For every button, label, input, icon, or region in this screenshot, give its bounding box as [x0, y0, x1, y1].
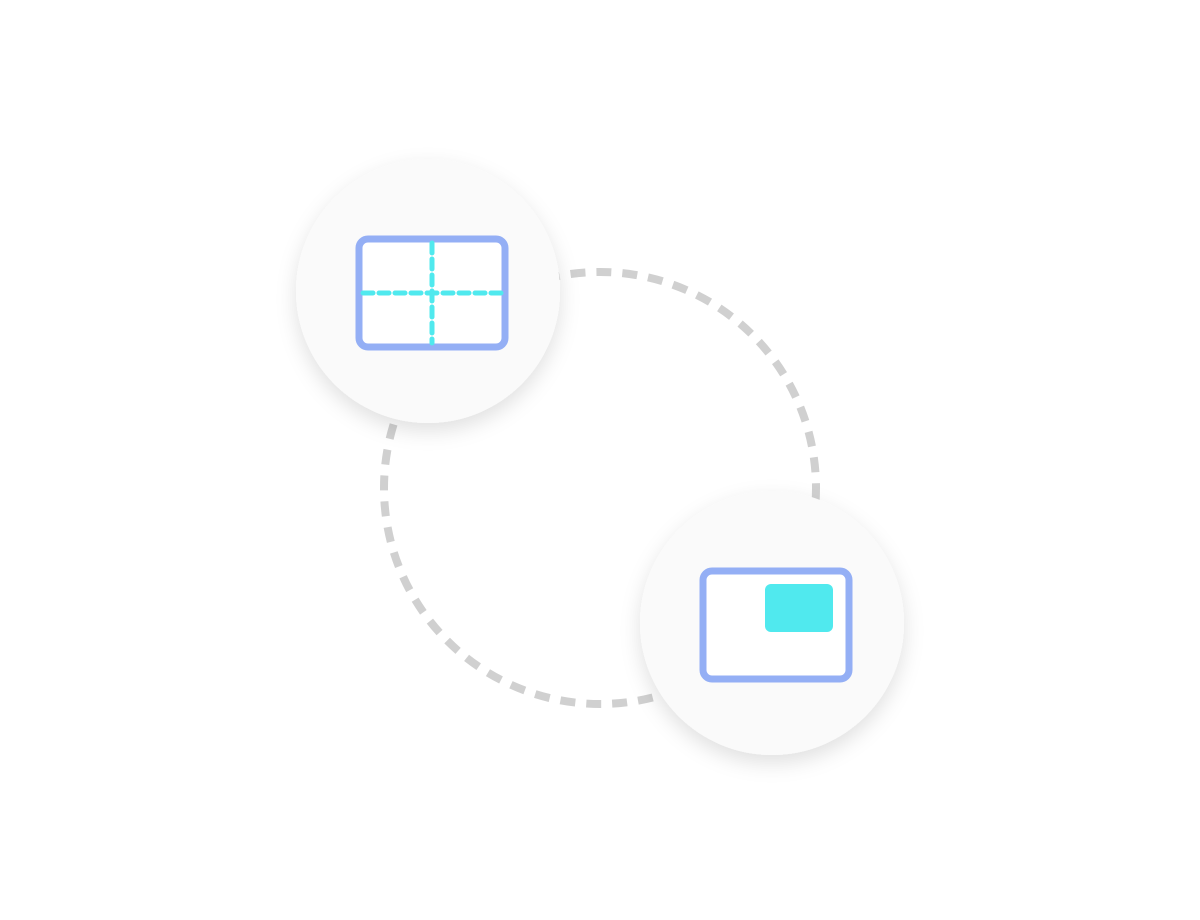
pip-inset-window: [765, 584, 833, 632]
picture-in-picture-icon: [699, 567, 853, 683]
dashed-connector-ring: [380, 268, 820, 708]
top-left-node: [296, 159, 560, 423]
grid-layout-icon: [355, 235, 509, 351]
bottom-right-node: [640, 491, 904, 755]
